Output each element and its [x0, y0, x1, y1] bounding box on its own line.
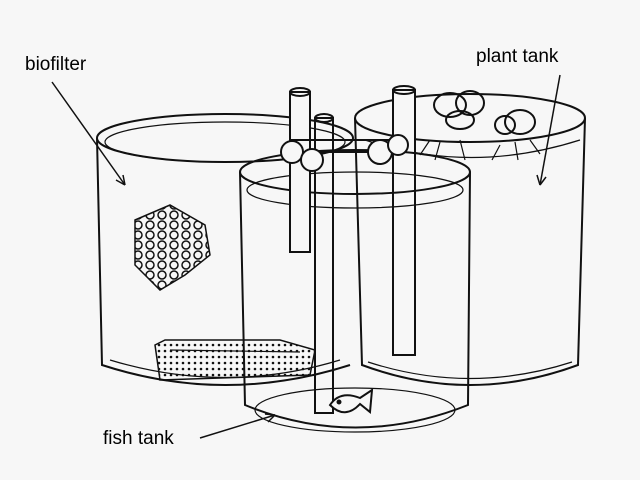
- plants: [419, 90, 541, 161]
- biofilter-label: biofilter: [25, 54, 87, 75]
- standpipe-plant: [392, 85, 416, 356]
- label-arrows: [51, 74, 561, 439]
- fish: [328, 388, 374, 414]
- plant-tank: [354, 93, 586, 386]
- sponge-filter: [154, 339, 316, 381]
- biofilter-media: [134, 204, 211, 291]
- plant-tank-label: plant tank: [476, 46, 559, 67]
- fish-tank: [239, 149, 471, 433]
- fish-tank-label: fish tank: [103, 428, 174, 449]
- pipes: [280, 87, 409, 414]
